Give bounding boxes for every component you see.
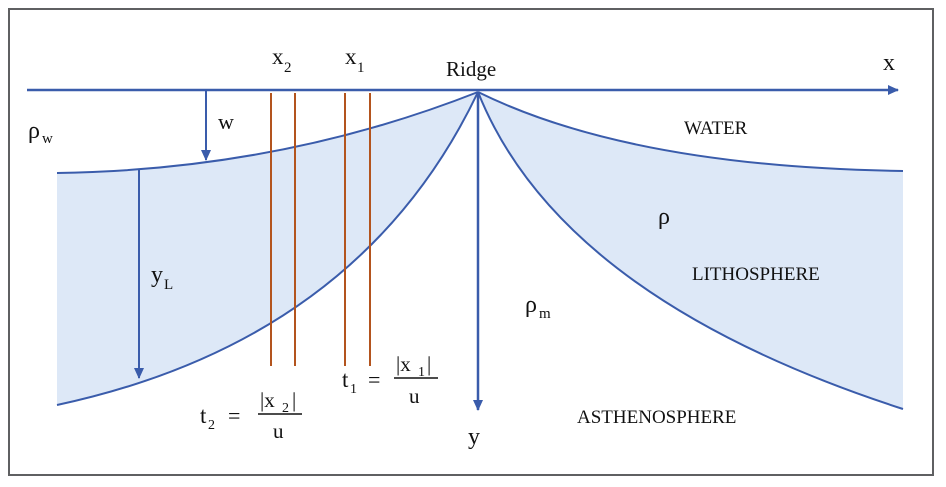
lithosphere-right-fill xyxy=(478,92,903,409)
density-mantle-subscript: m xyxy=(539,306,551,322)
t1-numerator-subscript: 1 xyxy=(418,365,425,380)
t2-numerator-end: | xyxy=(292,388,296,412)
density-rho-label: ρ xyxy=(658,204,670,230)
density-mantle-symbol: ρ xyxy=(525,292,537,318)
water-depth-label: w xyxy=(218,109,234,134)
t2-denominator: u xyxy=(273,419,284,443)
t1-denominator: u xyxy=(409,384,420,408)
density-water-subscript: w xyxy=(42,131,53,147)
x-axis-label: x xyxy=(883,50,895,76)
t2-numerator: |x xyxy=(260,388,275,412)
t2-subscript: 2 xyxy=(208,418,215,433)
seafloor-left-curve xyxy=(56,91,479,174)
t1-numerator-end: | xyxy=(427,352,431,376)
x1-subscript: 1 xyxy=(357,60,365,76)
y-axis-label: y xyxy=(468,424,480,450)
lithosphere-label: LITHOSPHERE xyxy=(692,264,820,285)
t1-symbol: t xyxy=(342,367,349,392)
density-water-symbol: ρ xyxy=(28,118,40,144)
t1-subscript: 1 xyxy=(350,382,357,397)
ridge-label: Ridge xyxy=(446,57,496,81)
x2-symbol: x xyxy=(272,44,284,69)
x1-symbol: x xyxy=(345,44,357,69)
lithosphere-thickness-subscript: L xyxy=(164,277,173,293)
t2-numerator-subscript: 2 xyxy=(282,401,289,416)
t2-symbol: t xyxy=(200,403,207,428)
water-label: WATER xyxy=(684,118,748,139)
lithosphere-base-right-curve xyxy=(477,91,904,410)
asthenosphere-label: ASTHENOSPHERE xyxy=(577,407,736,428)
lithosphere-left-fill xyxy=(57,92,478,405)
t1-equals: = xyxy=(368,367,380,392)
t1-numerator: |x xyxy=(396,352,411,376)
t2-equals: = xyxy=(228,403,240,428)
x2-subscript: 2 xyxy=(284,60,292,76)
lithosphere-base-left-curve xyxy=(56,91,479,406)
seafloor-right-curve xyxy=(477,91,904,172)
lithosphere-thickness-symbol: y xyxy=(151,262,163,288)
